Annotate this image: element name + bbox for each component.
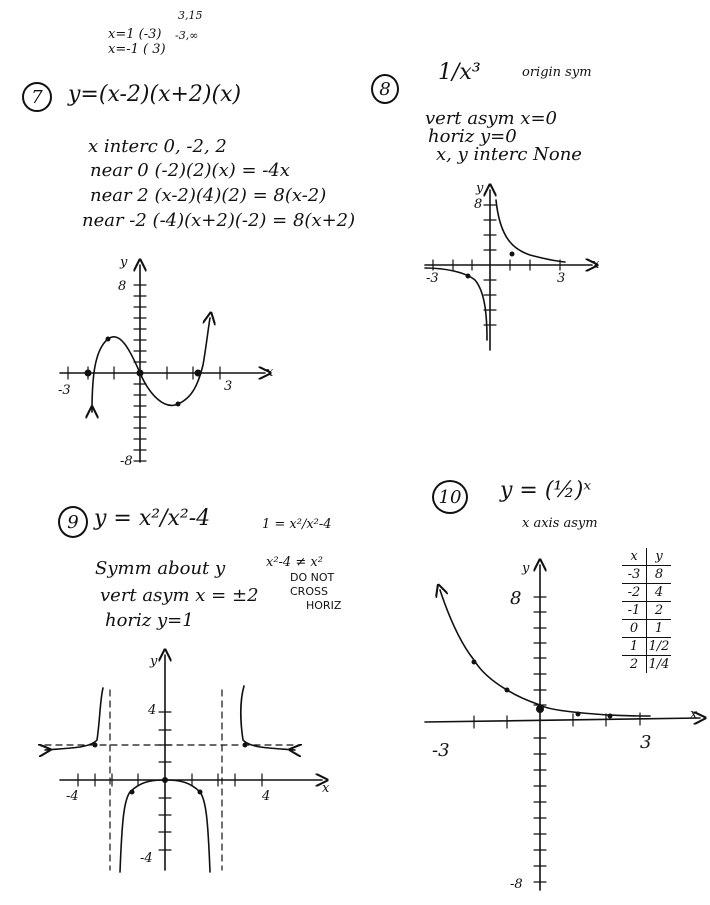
curve-q1 [495,199,566,263]
table-cell: -2 [622,584,647,601]
p10-equation: y = (½)ˣ [500,478,592,503]
problem-number-10: 10 [432,480,468,514]
table-cell: -3 [622,566,647,583]
p8-line: horiz y=0 [428,126,517,147]
tick-label: 8 [474,197,483,212]
p9-side-note: HORIZ [306,599,342,612]
table-header: x [622,548,647,565]
p7-line: near -2 (-4)(x+2)(-2) = 8(x+2) [82,210,356,231]
table-cell: 1/2 [648,639,670,654]
axis-label-x: x [690,707,698,722]
p9-side-note: x²-4 ≠ x² [266,555,323,570]
graph-10 [424,565,700,891]
exponential-curve [440,590,651,717]
p7-line: near 2 (x-2)(4)(2) = 8(x-2) [90,185,327,206]
table-cell: 0 [622,620,647,637]
tick-label: -3 [58,383,71,398]
p9-line: Symm about y [95,558,226,579]
tick-label: 8 [118,279,127,294]
p8-note: origin sym [522,65,592,80]
p7-line: x interc 0, -2, 2 [88,136,227,157]
table-row: -1 2 [622,602,671,620]
plotted-points [84,336,202,407]
table-cell: 1 [654,621,664,636]
axis-label-x: x [592,257,600,272]
tick-label: -8 [120,454,133,469]
tick-label: -4 [66,789,79,804]
table-header: y [655,549,663,564]
tick-label: -4 [140,851,153,866]
problem-number-8: 8 [371,74,399,104]
p8-line: x, y interc None [436,144,582,165]
top-note-1: x=1 (-3) [108,27,162,42]
axis-label-y: y [476,181,484,196]
table-cell: 8 [654,567,664,582]
top-note-point-2: -3,∞ [175,29,199,42]
problem-number-9: 9 [58,506,88,538]
table-cell: 1 [622,638,647,655]
top-note-2: x=-1 ( 3) [108,42,166,57]
axis-label-y: y [120,255,128,270]
p9-equation: y = x²/x²-4 [94,506,211,531]
problem-number-7: 7 [22,82,52,112]
table-cell: 4 [654,585,664,600]
curve-q3 [424,267,488,341]
tick-label: -3 [426,271,439,286]
p8-equation: 1/x³ [438,60,481,85]
tick-label: -3 [432,740,450,761]
tick-label: 3 [224,379,233,394]
axis-label-x: x [322,781,330,796]
p9-side-note: 1 = x²/x²-4 [262,517,332,532]
table-cell: 2 [654,603,664,618]
table-cell: 1/4 [648,657,670,672]
table-cell: 2 [622,656,647,673]
asymptotes [44,689,301,871]
axis-label-x: x [266,365,274,380]
curve-left [45,687,104,750]
top-note-point-1: 3,15 [178,9,203,22]
p9-side-note: CROSS [290,585,328,598]
tick-label: 3 [640,732,652,753]
graph-8 [424,190,592,351]
p9-line: horiz y=1 [105,610,194,631]
graph-7 [59,265,265,463]
graph-9 [44,655,322,873]
table-row: -3 8 [622,566,671,584]
curve-right [240,685,295,750]
cubic-curve [92,318,210,412]
p9-line: vert asym x = ±2 [100,585,259,606]
p10-note: x axis asym [522,516,598,531]
p7-equation: y=(x-2)(x+2)(x) [68,82,242,107]
tick-label: 8 [510,588,522,609]
table-cell: -1 [622,602,647,619]
axis-label-y: y [522,561,530,576]
p9-side-note: DO NOT [290,571,335,584]
x-axis [424,718,700,722]
p7-line: near 0 (-2)(2)(x) = -4x [90,160,290,181]
p8-line: vert asym x=0 [425,108,557,129]
table-row: -2 4 [622,584,671,602]
tick-label: 4 [148,703,157,718]
tick-label: -8 [510,877,523,892]
tick-label: 3 [557,271,566,286]
tick-label: 4 [262,789,271,804]
axis-label-y: y [150,654,158,669]
